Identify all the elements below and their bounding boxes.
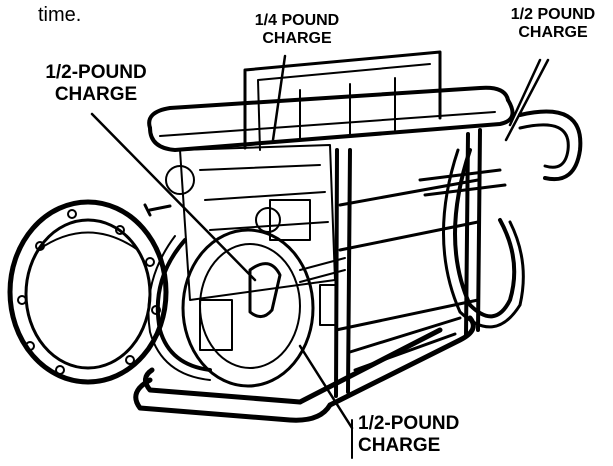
callout-quarter-pound-line2: CHARGE xyxy=(262,30,332,48)
top-frame xyxy=(147,50,515,152)
callout-half-pound-top-right: 1/2 POUND CHARGE xyxy=(494,6,612,43)
callout-half-pound-bottom-line2: CHARGE xyxy=(358,434,441,456)
hoses xyxy=(147,109,583,381)
leader-half-pound-left xyxy=(90,112,257,282)
callout-half-pound-top-line1: 1/2 POUND xyxy=(510,6,596,23)
callout-quarter-pound-line1: 1/4 POUND xyxy=(254,12,340,29)
callout-half-pound-top-line2: CHARGE xyxy=(518,24,588,42)
callout-quarter-pound-charge: 1/4 POUND CHARGE xyxy=(238,12,356,49)
callout-half-pound-bottom-line1: 1/2-POUND xyxy=(358,413,460,434)
callout-half-pound-left-line2: CHARGE xyxy=(54,83,138,105)
leader-half-pound-top-b xyxy=(504,58,550,142)
lead-text: time. xyxy=(38,4,82,26)
leader-lines xyxy=(90,54,550,459)
leader-quarter-pound xyxy=(271,54,287,142)
leader-half-pound-bottom xyxy=(298,344,354,430)
callout-half-pound-left-line1: 1/2-POUND xyxy=(45,62,147,83)
callout-half-pound-left: 1/2-POUND CHARGE xyxy=(16,62,176,106)
callout-half-pound-bottom: 1/2-POUND CHARGE xyxy=(358,413,459,457)
engine-body xyxy=(143,144,346,388)
cover-plate xyxy=(7,199,169,385)
leader-half-pound-top-a xyxy=(508,58,542,127)
